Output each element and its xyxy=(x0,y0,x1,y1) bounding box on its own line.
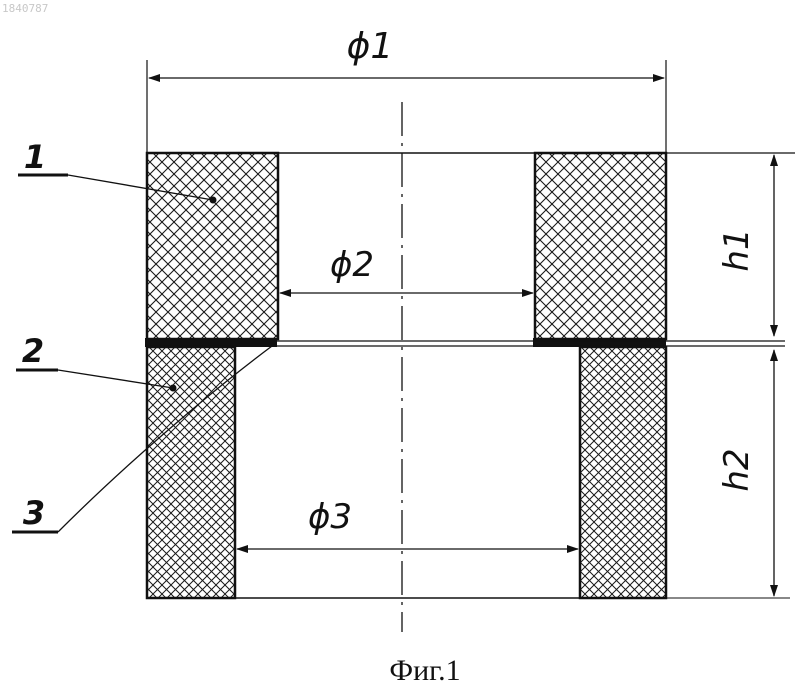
outer-diameter-dimension: ϕ1 xyxy=(147,26,666,153)
callout-2-label: 2 xyxy=(22,332,44,370)
part-2-lower-ring xyxy=(147,347,790,598)
lower-height-label: h2 xyxy=(717,448,757,491)
figure-caption: Фиг.1 xyxy=(389,654,460,687)
part-3-bond-layer xyxy=(145,338,785,347)
outer-diameter-label: ϕ1 xyxy=(347,26,394,67)
lower-bore-dimension: ϕ3 xyxy=(237,497,578,549)
upper-bore-dimension: ϕ2 xyxy=(280,245,533,293)
callout-1-label: 1 xyxy=(24,138,46,176)
archive-stamp: 1840787 xyxy=(2,2,48,15)
upper-height-label: h1 xyxy=(717,228,757,271)
part-1-upper-ring xyxy=(147,153,666,339)
height-dimensions: h1 h2 xyxy=(666,153,795,596)
upper-bore-label: ϕ2 xyxy=(330,245,374,285)
callout-3-label: 3 xyxy=(23,494,45,532)
lower-bore-label: ϕ3 xyxy=(308,497,352,537)
